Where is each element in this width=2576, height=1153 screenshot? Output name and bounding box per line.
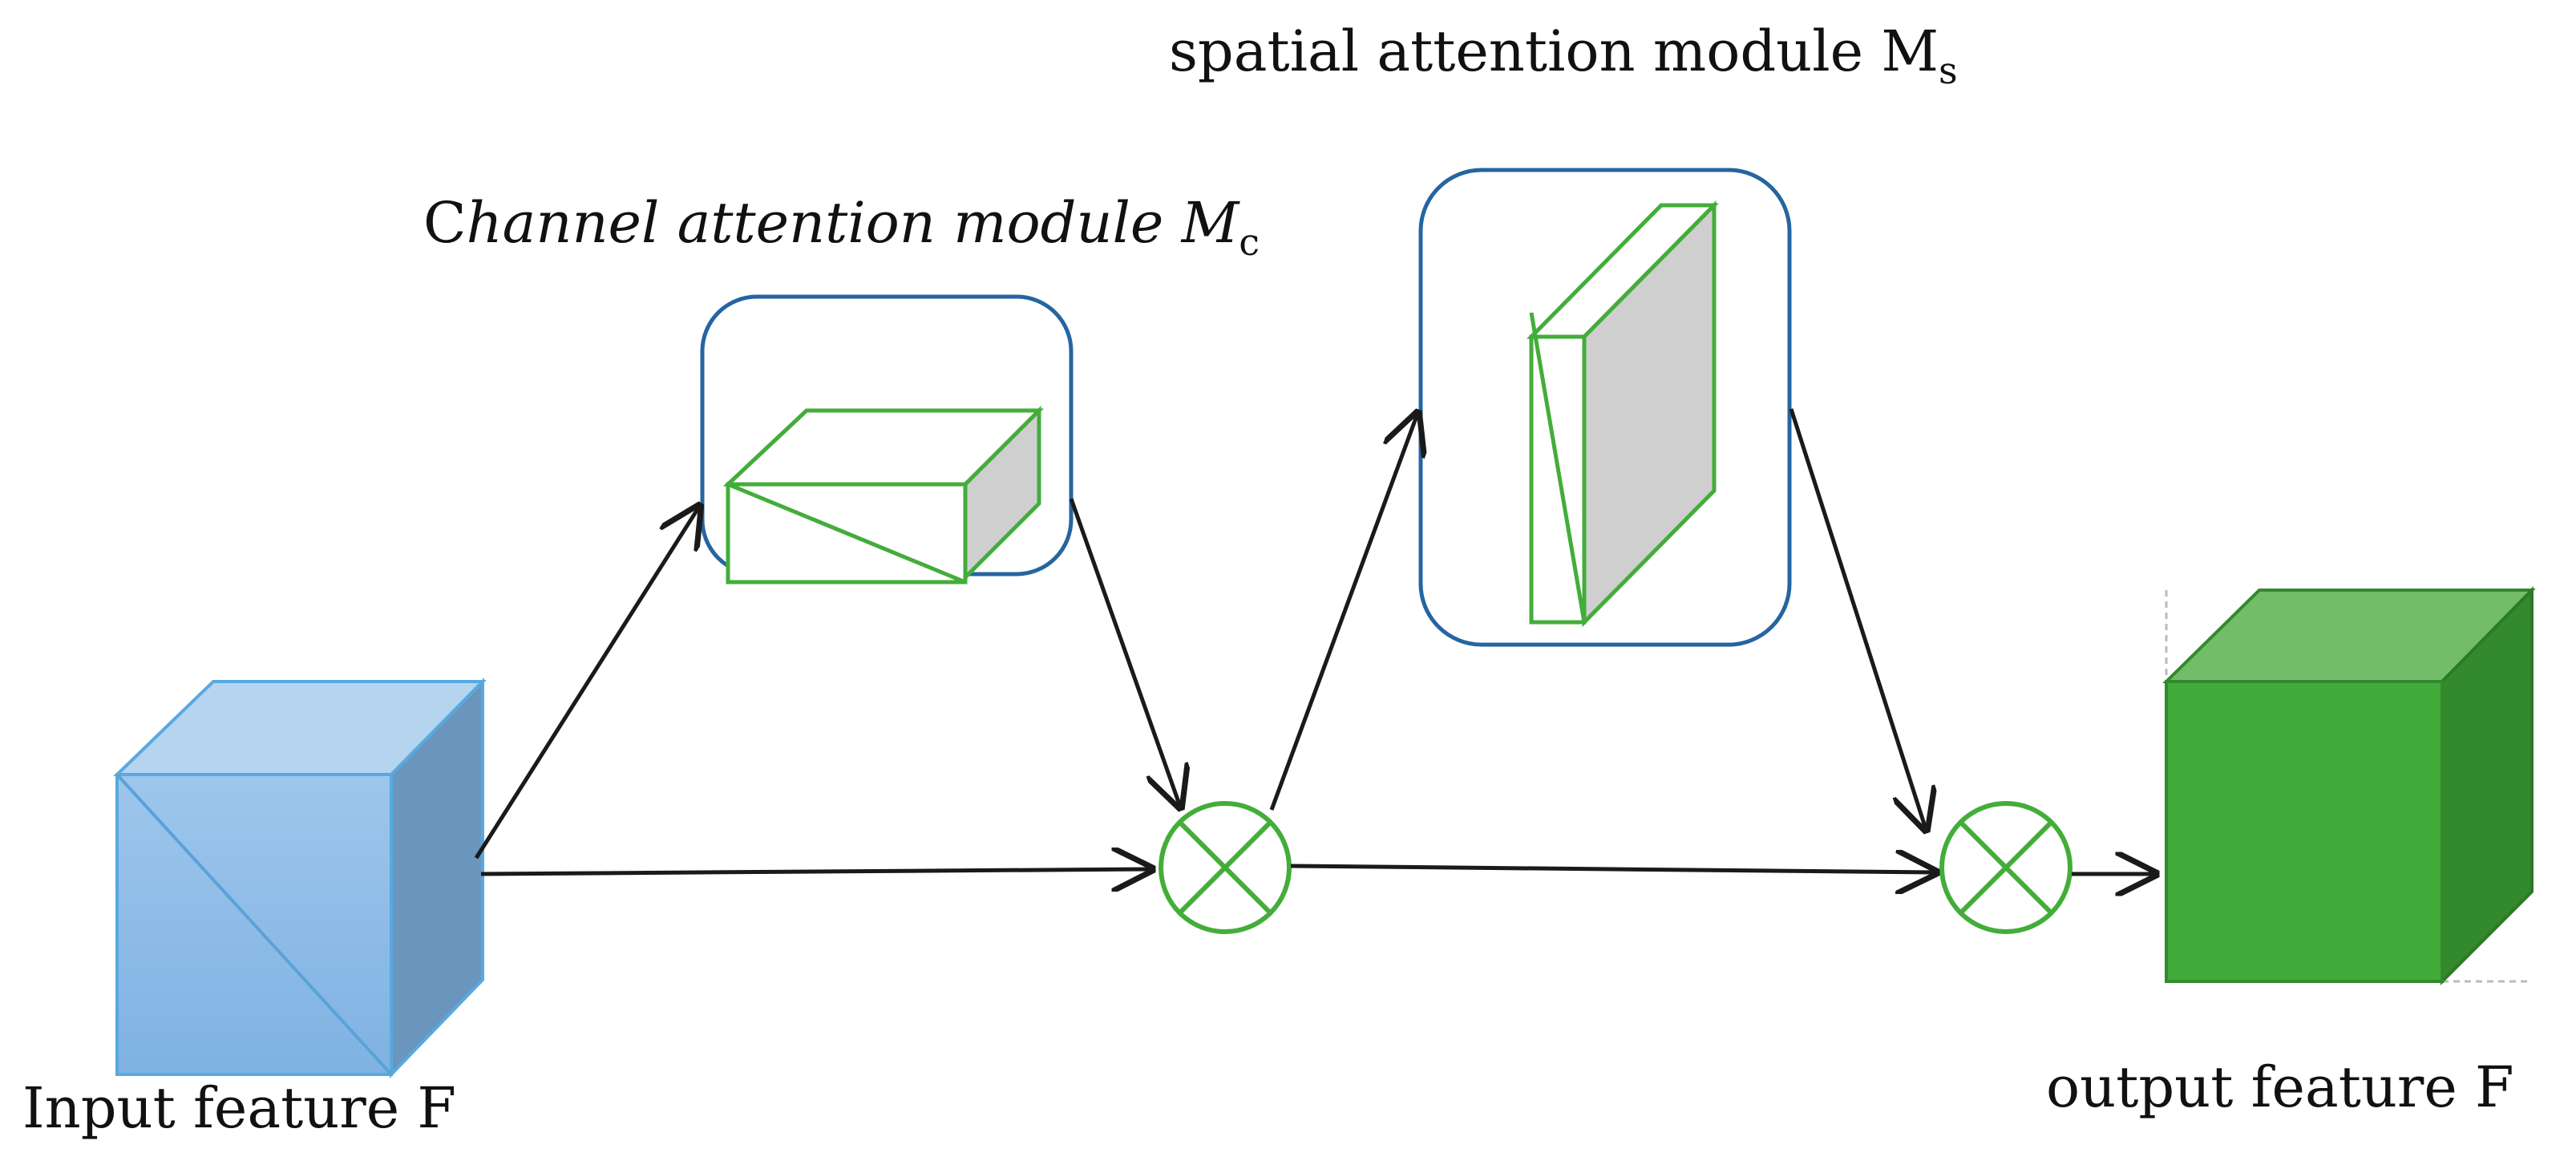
- spatial-block-diagonal: [1529, 312, 1587, 623]
- channel-module-label: Channel attention module Mc: [423, 190, 1260, 264]
- channel-module-label-sub: c: [1239, 220, 1260, 264]
- spatial-module-label-main: spatial attention module M: [1169, 18, 1939, 84]
- arrow-multiply1-to-multiply2: [1290, 866, 1935, 872]
- channel-attention-module: [700, 294, 1074, 585]
- channel-attention-map-block: [722, 405, 1045, 585]
- multiply-1-cross-b: [1178, 820, 1272, 915]
- spatial-attention-map-block: [1527, 200, 1719, 628]
- arrow-input-to-multiply1: [480, 869, 1151, 874]
- input-feature-cube: [113, 678, 487, 1078]
- arrow-multiply1-to-spatial: [1269, 414, 1417, 811]
- multiply-node-2: [1939, 801, 2073, 934]
- output-feature-label: output feature F: [2046, 1054, 2514, 1120]
- channel-module-label-rest: hannel attention module M: [467, 190, 1241, 256]
- input-feature-label: Input feature F: [22, 1075, 456, 1141]
- multiply-node-1: [1159, 801, 1292, 934]
- spatial-block-front-face: [1529, 334, 1587, 625]
- multiply-2-cross-b: [1959, 820, 2053, 915]
- input-cube-diagonal: [115, 773, 393, 1076]
- spatial-module-label: spatial attention module Ms: [1169, 18, 1958, 92]
- arrow-input-to-channel: [474, 507, 699, 860]
- spatial-module-label-sub: s: [1939, 49, 1958, 92]
- arrows: [474, 408, 2155, 874]
- arrow-spatial-to-multiply2: [1789, 408, 1926, 829]
- output-cube-front-face: [2165, 680, 2444, 983]
- spatial-attention-module: [1418, 168, 1792, 647]
- channel-block-diagonal: [727, 482, 966, 585]
- channel-module-label-prefix: C: [423, 190, 467, 256]
- arrow-channel-to-multiply1: [1069, 498, 1180, 807]
- output-feature-cube: [2162, 586, 2536, 985]
